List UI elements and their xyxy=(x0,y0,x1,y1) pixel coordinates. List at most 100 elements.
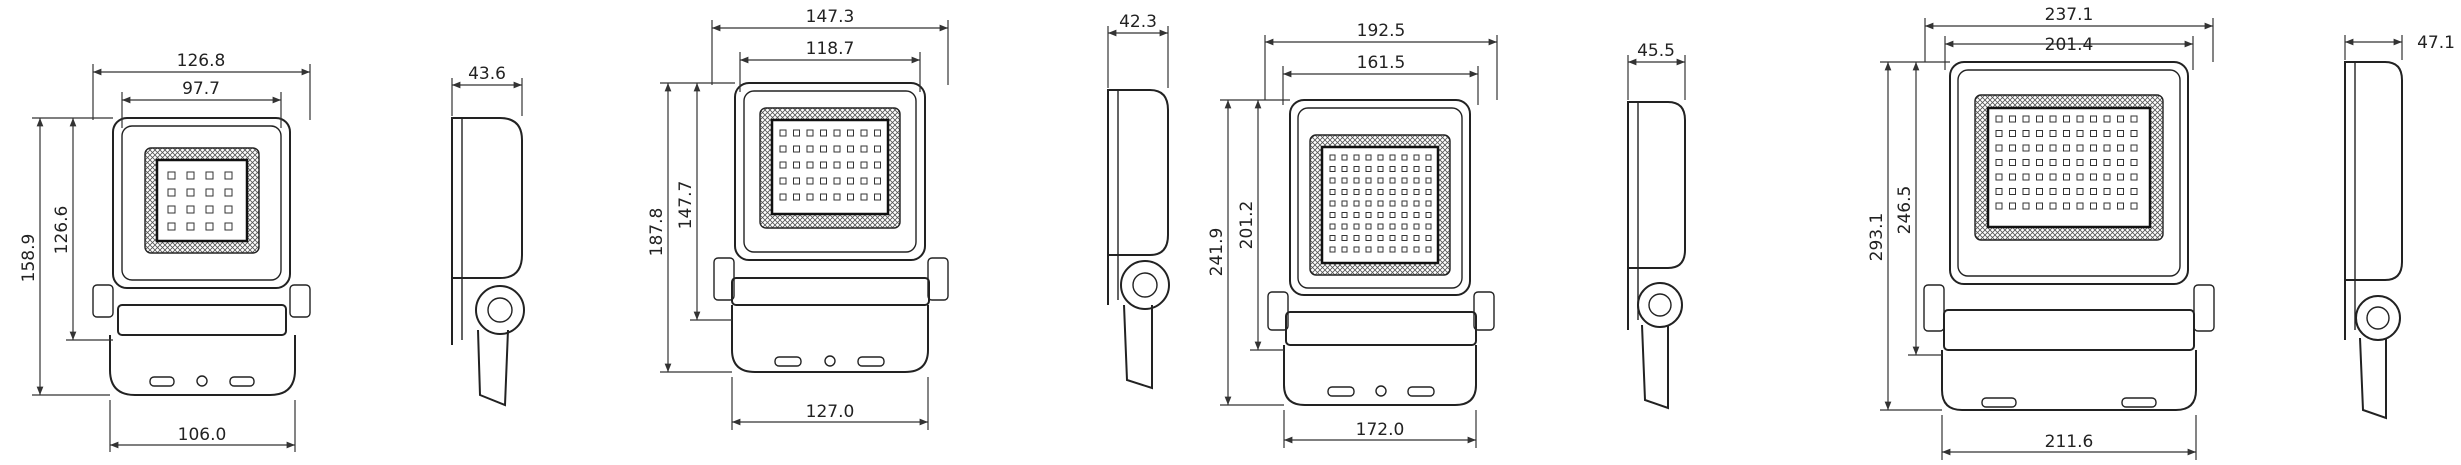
led-chip xyxy=(2090,202,2097,210)
led-chip xyxy=(860,161,868,169)
led-chip xyxy=(2049,144,2057,152)
medium-bracket-width: 127.0 xyxy=(806,402,855,422)
xl-bracket-bar xyxy=(1943,309,2195,351)
led-chip xyxy=(2076,173,2084,181)
led-chip xyxy=(1329,246,1336,253)
xl-bracket xyxy=(1941,350,2197,411)
led-chip xyxy=(1401,166,1408,172)
led-chip xyxy=(2130,202,2138,210)
led-chip xyxy=(860,193,868,201)
led-chip xyxy=(1425,200,1432,207)
led-chip xyxy=(205,188,214,197)
led-chip xyxy=(1389,200,1396,207)
led-chip xyxy=(2117,188,2124,195)
led-chip xyxy=(2022,173,2030,181)
led-chip xyxy=(2117,130,2124,137)
led-chip xyxy=(1341,189,1348,195)
led-chip xyxy=(2090,159,2097,166)
led-chip xyxy=(2049,130,2057,137)
led-chip xyxy=(1365,235,1372,241)
led-chip xyxy=(1995,159,2003,166)
led-chip xyxy=(224,188,233,197)
led-chip xyxy=(2076,188,2084,195)
led-chip xyxy=(1365,166,1372,172)
small-depth: 43.6 xyxy=(468,64,506,84)
medium-body xyxy=(734,82,926,261)
led-chip xyxy=(847,193,854,201)
led-chip xyxy=(2063,159,2070,166)
led-chip xyxy=(2036,188,2043,195)
led-chip xyxy=(1353,177,1360,184)
led-chip xyxy=(2022,188,2030,195)
led-chip xyxy=(1425,177,1432,184)
led-chip xyxy=(1365,200,1372,207)
led-chip xyxy=(1401,189,1408,195)
led-chip xyxy=(1377,246,1384,253)
led-chip xyxy=(2090,130,2097,137)
led-chip xyxy=(1341,223,1348,230)
led-chip xyxy=(806,193,814,201)
led-chip xyxy=(1413,212,1420,218)
medium-width-inner: 118.7 xyxy=(806,39,855,59)
medium-height-total: 187.8 xyxy=(647,208,667,257)
led-chip xyxy=(1377,212,1384,218)
led-chip xyxy=(833,193,841,201)
led-chip xyxy=(1341,166,1348,172)
led-chip xyxy=(2049,115,2057,123)
large-width-inner: 161.5 xyxy=(1357,53,1406,73)
led-chip xyxy=(1365,246,1372,253)
led-chip xyxy=(1377,154,1384,161)
led-chip xyxy=(2009,144,2016,152)
led-chip xyxy=(2009,173,2016,181)
led-chip xyxy=(1401,235,1408,241)
led-chip xyxy=(779,177,787,185)
led-chip xyxy=(224,205,233,214)
led-chip xyxy=(2103,202,2111,210)
led-chip xyxy=(860,145,868,153)
led-chip xyxy=(2009,188,2016,195)
led-chip xyxy=(167,188,176,197)
led-chip xyxy=(186,171,195,180)
small-bracket xyxy=(109,335,296,396)
led-chip xyxy=(1329,200,1336,207)
led-chip xyxy=(2022,144,2030,152)
led-chip xyxy=(1401,154,1408,161)
led-chip xyxy=(2130,130,2138,137)
led-chip xyxy=(1377,235,1384,241)
led-chip xyxy=(2090,144,2097,152)
led-chip xyxy=(1365,177,1372,184)
small-knob-right xyxy=(289,284,311,318)
led-chip xyxy=(1353,189,1360,195)
led-chip xyxy=(1401,223,1408,230)
led-chip xyxy=(1389,166,1396,172)
led-chip xyxy=(779,129,787,137)
small-knob-left xyxy=(92,284,114,318)
led-chip xyxy=(1329,223,1336,230)
large-bracket-bar xyxy=(1285,311,1477,346)
medium-side-body xyxy=(1107,89,1169,256)
large-width-outer: 192.5 xyxy=(1357,21,1406,41)
led-chip xyxy=(2009,115,2016,123)
led-chip xyxy=(1377,223,1384,230)
medium-led-grid xyxy=(779,129,881,201)
led-chip xyxy=(806,177,814,185)
led-chip xyxy=(793,161,800,169)
medium-height-body: 147.7 xyxy=(676,181,696,230)
led-chip xyxy=(820,129,827,137)
led-chip xyxy=(1995,188,2003,195)
medium-knob-right xyxy=(927,257,949,301)
large-body xyxy=(1289,99,1471,296)
led-chip xyxy=(2036,115,2043,123)
led-chip xyxy=(1341,212,1348,218)
led-chip xyxy=(1329,154,1336,161)
small-side-knob xyxy=(475,285,525,335)
led-chip xyxy=(2049,202,2057,210)
led-chip xyxy=(2063,115,2070,123)
led-chip xyxy=(1401,246,1408,253)
led-chip xyxy=(2063,188,2070,195)
led-chip xyxy=(2063,144,2070,152)
led-chip xyxy=(2090,115,2097,123)
large-led-panel xyxy=(1320,145,1440,265)
led-chip xyxy=(1425,223,1432,230)
